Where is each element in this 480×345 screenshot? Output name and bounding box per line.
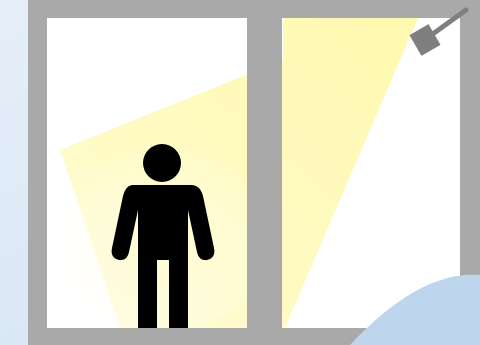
diagram-canvas <box>0 0 480 345</box>
